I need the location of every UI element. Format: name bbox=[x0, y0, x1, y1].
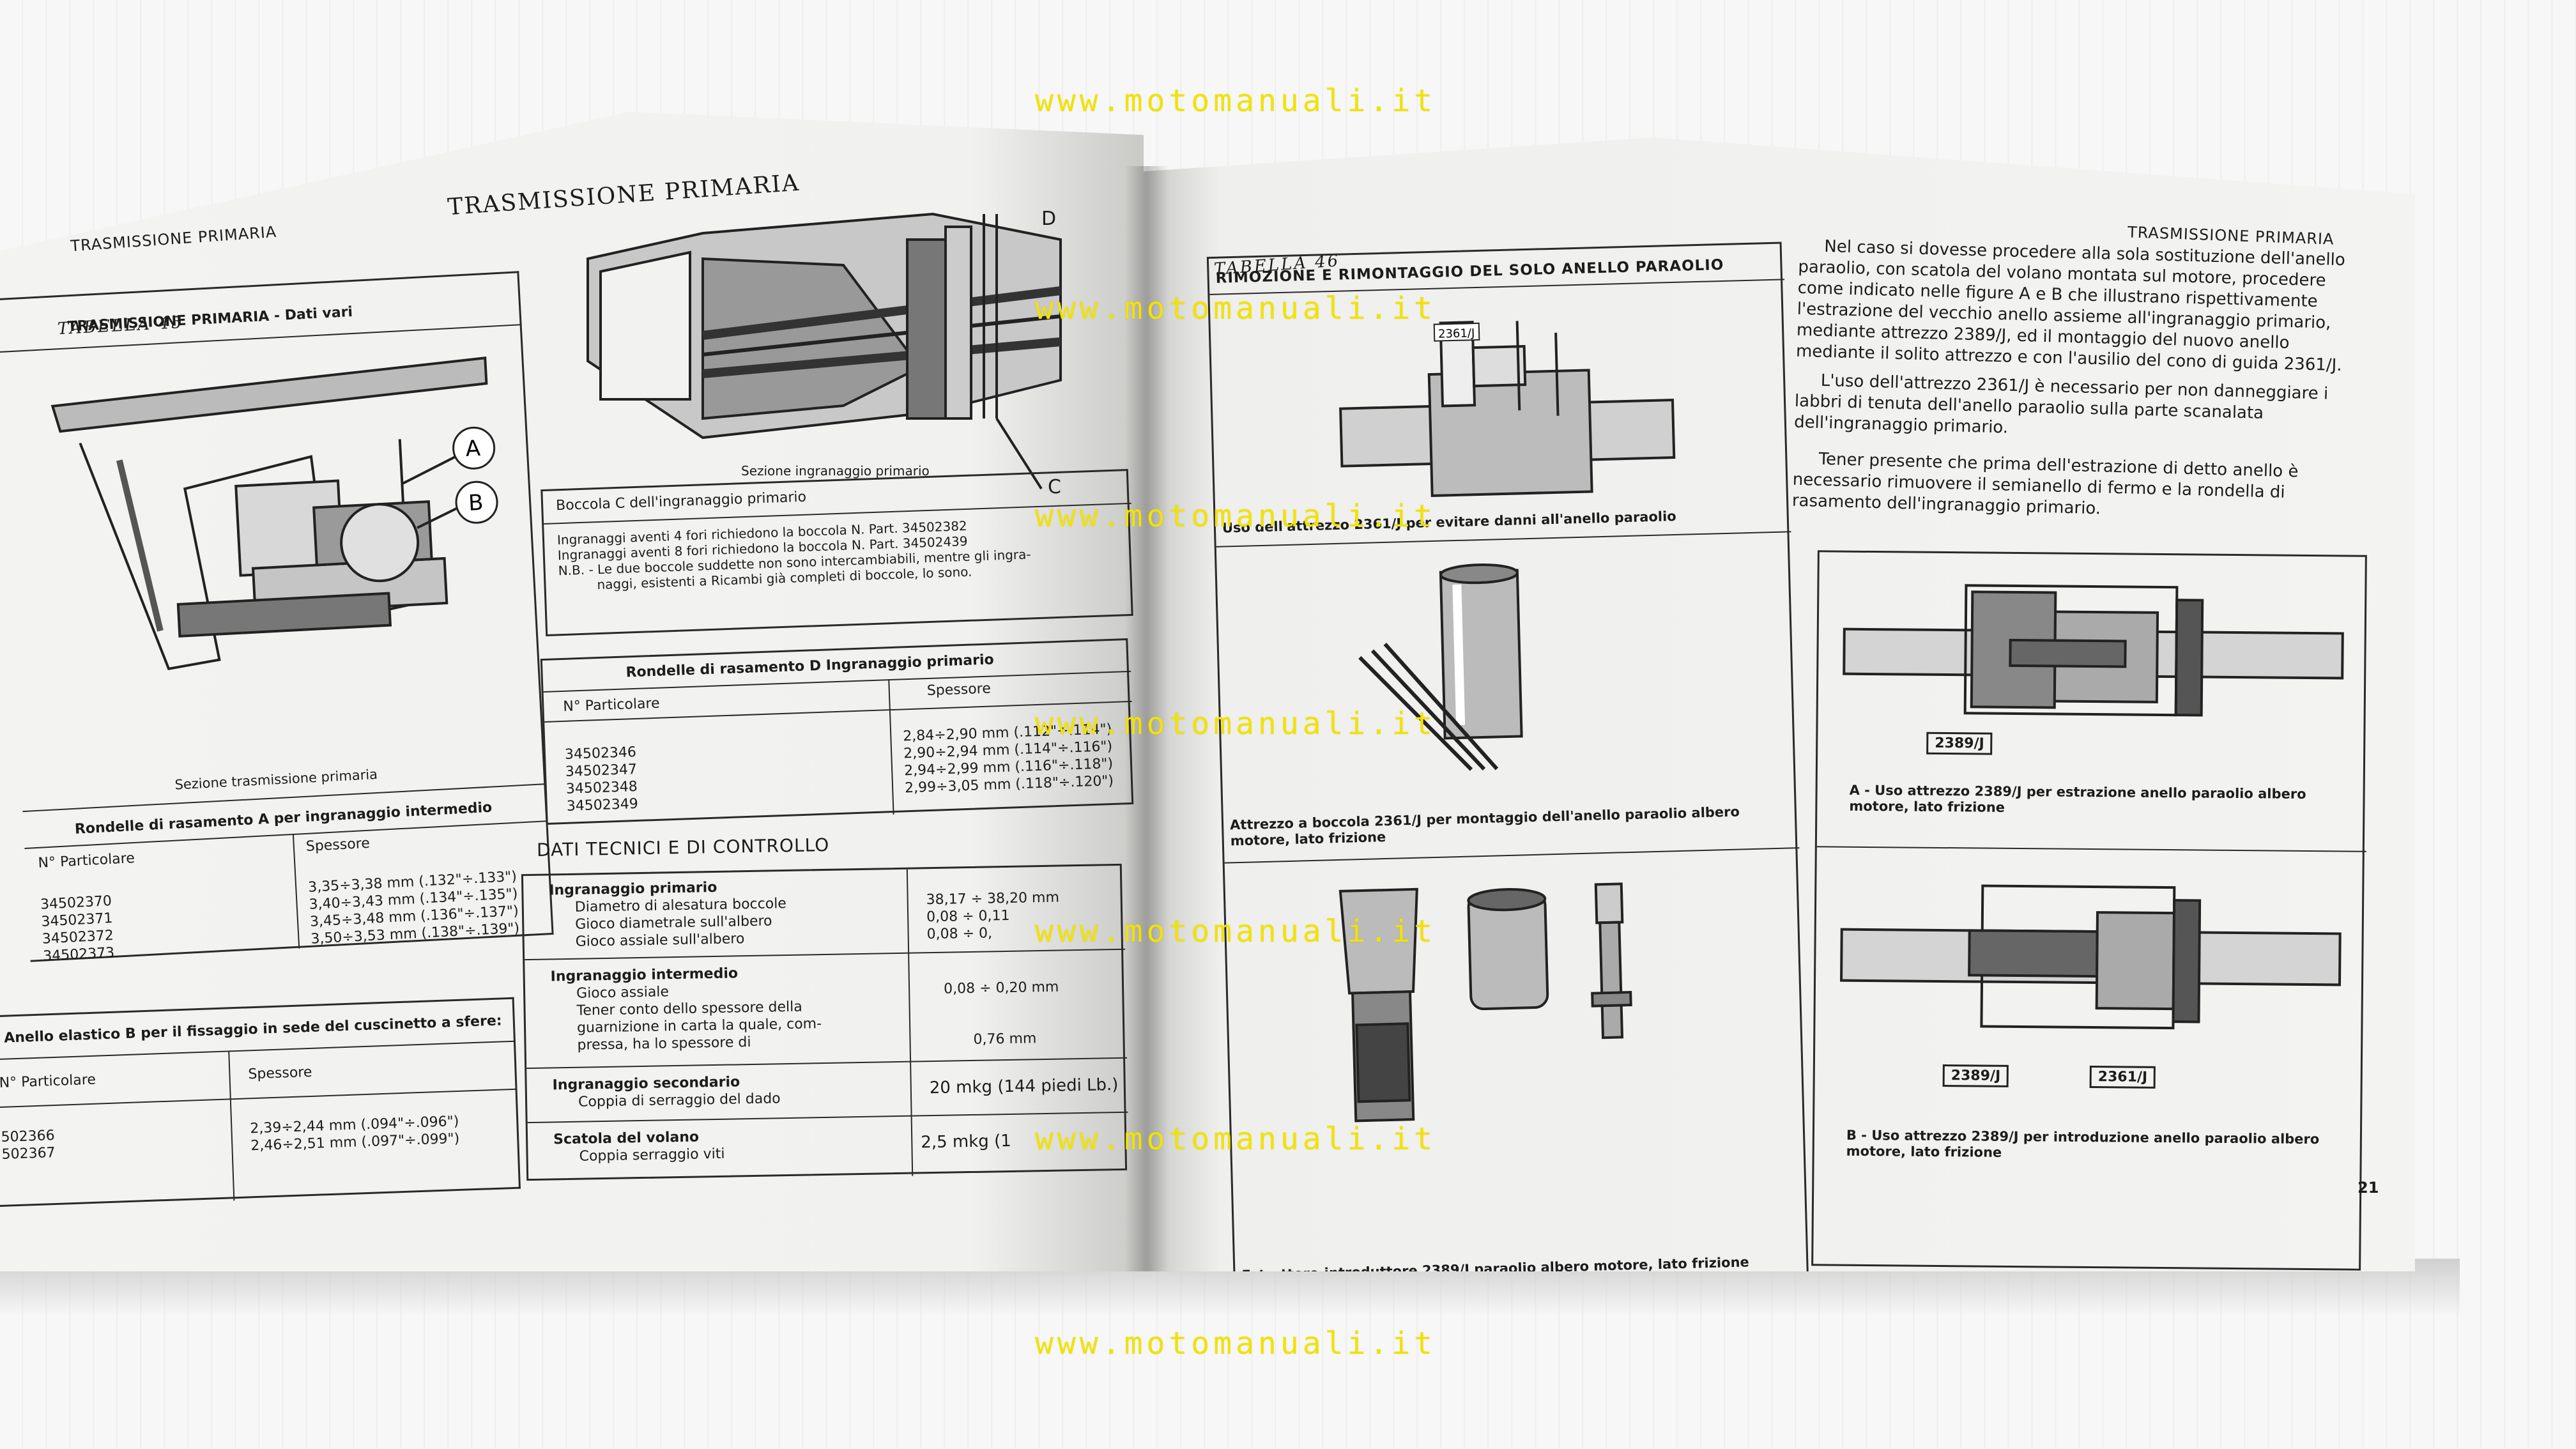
boccola-c-box: Boccola C dell'ingranaggio primario Ingr… bbox=[540, 469, 1133, 636]
rondelle-d-parts: 34502346 34502347 34502348 34502349 bbox=[565, 744, 639, 815]
figure-a-tag: 2389/J bbox=[1926, 732, 1993, 755]
anello-b-values: 2,39÷2,44 mm (.094"÷.096") 2,46÷2,51 mm … bbox=[250, 1113, 460, 1154]
part-number: 502366 bbox=[1, 1128, 56, 1146]
watermark: www.motomanuali.it bbox=[1035, 83, 1437, 119]
dati-row-2: Ingranaggio intermedio Gioco assiale Ten… bbox=[550, 963, 822, 1054]
watermark: www.motomanuali.it bbox=[1035, 498, 1437, 534]
figure-a-drawing bbox=[1843, 584, 2344, 717]
callout-d: D bbox=[1041, 208, 1057, 230]
part-number: 34502347 bbox=[565, 761, 638, 780]
callout-b: B bbox=[468, 490, 484, 516]
rondelle-d-title-text: Rondelle di rasamento D Ingranaggio prim… bbox=[625, 652, 995, 681]
right-page: TABELLA 46 TRASMISSIONE PRIMARIA RIMOZIO… bbox=[1144, 137, 2415, 1271]
divider bbox=[228, 1050, 235, 1201]
dati-line: Coppia serraggio viti bbox=[579, 1146, 725, 1165]
book-gutter bbox=[1124, 166, 1169, 1271]
part-number: 34502373 bbox=[42, 944, 115, 965]
bushing-tool-drawing bbox=[1358, 563, 1523, 771]
rondelle-a-values: 3,35÷3,38 mm (.132"÷.133") 3,40÷3,43 mm … bbox=[308, 868, 520, 948]
anello-b-col2: Spessore bbox=[248, 1064, 312, 1083]
part-number: 34502346 bbox=[564, 744, 637, 763]
table-45-box: TRASMISSIONE PRIMARIA - Dati vari A B bbox=[0, 271, 554, 965]
part-number: 34502349 bbox=[566, 795, 639, 815]
paragraph: Nel caso si dovesse procedere alla sola … bbox=[1795, 236, 2346, 376]
dati-title: DATI TECNICI E DI CONTROLLO bbox=[536, 834, 830, 861]
figure-b-tag-2: 2361/J bbox=[2089, 1066, 2156, 1089]
table-46-box: RIMOZIONE E RIMONTAGGIO DEL SOLO ANELLO … bbox=[1206, 241, 1809, 1271]
figure-b-drawing bbox=[1840, 884, 2342, 1030]
dati-value: 0,76 mm bbox=[973, 1031, 1037, 1048]
left-page: TRASMISSIONE PRIMARIA TRASMISSIONE PRIMA… bbox=[0, 112, 1144, 1271]
anello-b-box: Anello elastico B per il fissaggio in se… bbox=[0, 997, 521, 1208]
figure-a-caption: A - Uso attrezzo 2389/J per estrazione a… bbox=[1849, 782, 2306, 815]
rondelle-a-parts: 34502370 34502371 34502372 34502373 bbox=[40, 893, 114, 965]
rondelle-a-col1: N° Particolare bbox=[38, 850, 135, 871]
divider bbox=[0, 1088, 518, 1108]
figure-b-caption: B - Uso attrezzo 2389/J per introduzione… bbox=[1846, 1127, 2320, 1160]
watermark: www.motomanuali.it bbox=[1035, 914, 1437, 949]
part-number: 34502348 bbox=[565, 778, 638, 797]
instructions-text: Nel caso si dovesse procedere alla sola … bbox=[1791, 236, 2348, 526]
figures-ab-box: 2389/J A - Uso attrezzo 2389/J per estra… bbox=[1811, 550, 2367, 1271]
divider bbox=[526, 1057, 1128, 1070]
part-number: 502367 bbox=[1, 1144, 56, 1163]
watermark: www.motomanuali.it bbox=[1035, 1121, 1437, 1157]
dati-value: 20 mkg (144 piedi Lb.) bbox=[929, 1075, 1119, 1098]
tool-tag: 2361/J bbox=[1438, 326, 1475, 341]
anello-b-title: Anello elastico B per il fissaggio in se… bbox=[3, 1013, 502, 1046]
dati-row-3: Ingranaggio secondario Coppia di serragg… bbox=[552, 1073, 780, 1111]
rondelle-d-col1: N° Particolare bbox=[562, 695, 660, 715]
dati-row-1: Ingranaggio primario Diametro di alesatu… bbox=[549, 878, 787, 951]
table-45-title: TRASMISSIONE PRIMARIA - Dati vari bbox=[67, 303, 353, 335]
boccola-c-title: Boccola C dell'ingranaggio primario bbox=[555, 489, 807, 514]
dati-line: Gioco assiale sull'albero bbox=[575, 931, 745, 950]
paragraph: Tener presente che prima dell'estrazione… bbox=[1791, 449, 2299, 519]
transmission-section-drawing: A B bbox=[50, 356, 498, 671]
callout-a: A bbox=[465, 436, 481, 462]
caption-2: Attrezzo a boccola 2361/J per montaggio … bbox=[1229, 804, 1740, 849]
paragraph: L'uso dell'attrezzo 2361/J è necessario … bbox=[1793, 371, 2329, 438]
dati-value: 38,17 ÷ 38,20 mm bbox=[926, 889, 1060, 908]
watermark: www.motomanuali.it bbox=[1035, 1326, 1437, 1361]
dati-value: 0,08 ÷ 0,20 mm bbox=[943, 979, 1059, 997]
divider bbox=[525, 948, 1126, 961]
figure-b-tag-1: 2389/J bbox=[1942, 1064, 2009, 1087]
watermark: www.motomanuali.it bbox=[1035, 706, 1437, 742]
oil-seal-tool-drawing: 2361/J bbox=[1339, 321, 1676, 498]
divider bbox=[1224, 847, 1800, 864]
caption-gear: Sezione ingranaggio primario bbox=[741, 463, 930, 479]
anello-b-col1: N° Particolare bbox=[0, 1071, 96, 1091]
rondelle-a-col2: Spessore bbox=[305, 835, 371, 855]
divider bbox=[1816, 846, 2366, 852]
dati-line: Coppia di serraggio del dado bbox=[578, 1091, 781, 1110]
dati-row-4: Scatola del volano Coppia serraggio viti bbox=[553, 1128, 725, 1166]
divider bbox=[906, 869, 914, 1176]
anello-b-parts: 502366 502367 bbox=[1, 1127, 56, 1163]
caption-3: Estrattore-introduttore 2389/J paraolio … bbox=[1241, 1254, 1750, 1271]
page-number: 21 bbox=[2358, 1179, 2379, 1197]
dati-value: 2,5 mkg (1 bbox=[921, 1131, 1012, 1153]
callout-c: C bbox=[1048, 476, 1061, 498]
divider bbox=[888, 679, 894, 815]
watermark: www.motomanuali.it bbox=[1035, 291, 1437, 326]
rondelle-d-col2: Spessore bbox=[926, 680, 992, 700]
boccola-c-lines: Ingranaggi aventi 4 fori richiedono la b… bbox=[557, 516, 1032, 594]
primary-gear-section-drawing bbox=[586, 212, 1062, 490]
extractor-tool-drawing bbox=[1338, 882, 1632, 1123]
divider bbox=[292, 833, 300, 949]
caption-section: Sezione trasmissione primaria bbox=[174, 766, 378, 793]
